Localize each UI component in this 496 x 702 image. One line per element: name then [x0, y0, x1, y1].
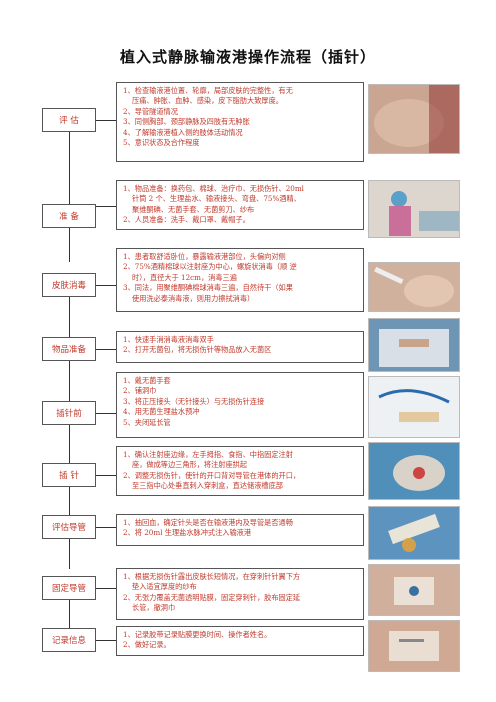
step-line: 针筒 2 个、生理盐水、输液接头、弯盘、75%酒精、 — [132, 194, 301, 204]
photo-pre-insert — [368, 376, 460, 438]
step-line: 长管，撤洞巾 — [132, 603, 176, 613]
photo-check-catheter — [368, 506, 460, 560]
connector-line — [69, 361, 70, 401]
connector-line — [96, 640, 116, 641]
step-line: 3、同侧胸部、颈部静脉及四肢有无肿胀 — [123, 117, 250, 127]
photo-disinfect — [368, 262, 460, 312]
step-label-insert: 插 针 — [42, 463, 96, 487]
step-line: 1、物品准备：换药包、棉球、治疗巾、无损伤针、20ml — [123, 184, 304, 193]
step-line: 2、调整无损伤针，使针的开口背对导管在港体的开口， — [123, 470, 301, 480]
step-line: 压痛、肿胀、血肿、感染，皮下脂肪大致厚度。 — [132, 96, 283, 106]
step-line: 时），直径大于 12cm，消毒三遍 — [132, 272, 237, 282]
step-box-record: 1、记录胶带记录贴膜更换时间、操作者姓名。 2、做好记录。 — [116, 626, 364, 656]
page-title: 植入式静脉输液港操作流程（插针） — [119, 48, 376, 66]
connector-line — [96, 349, 116, 350]
step-line: 4、用无菌生理盐水预冲 — [123, 407, 200, 417]
photo-prepare — [368, 180, 460, 238]
step-label-record: 记录信息 — [42, 628, 96, 652]
step-line: 聚维酮碘、无菌手套、无菌剪刀、纱布 — [132, 204, 255, 214]
step-box-assess: 1、检查输液港位置、轮廓，局部皮肤的完整性，有无 压痛、肿胀、血肿、感染，皮下脂… — [116, 82, 364, 162]
step-line: 使用洗必泰消毒液，则用力擦拭消毒） — [132, 293, 255, 303]
connector-line — [69, 600, 70, 628]
step-line: 2、导管隧道情况 — [123, 106, 178, 116]
step-line: 座，做成等边三角形，将注射座拱起 — [132, 460, 248, 470]
connector-line — [69, 228, 70, 262]
step-line: 1、戴无菌手套 — [123, 376, 171, 385]
step-line: 2、75%酒精棉球以注射座为中心，螺旋状消毒（顺 逆 — [123, 262, 297, 272]
step-line: 1、记录胶带记录贴膜更换时间、操作者姓名。 — [123, 630, 272, 639]
step-line: 1、快速手消消毒液消毒双手 — [123, 335, 214, 344]
step-line: 1、抽回血，确定针头是否在输液港内及导管是否通畅 — [123, 518, 293, 527]
connector-line — [96, 475, 116, 476]
connector-line — [96, 588, 116, 589]
step-line: 2、无张力覆盖无菌透明贴膜，固定穿刺针，胶布固定延 — [123, 592, 301, 602]
step-box-disinfect: 1、患者取舒适卧位，暴露输液港部位，头偏向对侧 2、75%酒精棉球以注射座为中心… — [116, 248, 364, 312]
photo-items — [368, 318, 460, 372]
step-box-items: 1、快速手消消毒液消毒双手 2、打开无菌包，将无损伤针等物品放入无菌区 — [116, 331, 364, 363]
step-label-pre-insert: 插针前 — [42, 401, 96, 425]
photo-record — [368, 620, 460, 672]
connector-line — [69, 539, 70, 569]
step-box-check-catheter: 1、抽回血，确定针头是否在输液港内及导管是否通畅 2、将 20ml 生理盐水脉冲… — [116, 514, 364, 546]
step-line: 3、将正压接头（无针接头）与无损伤针连接 — [123, 396, 265, 406]
step-line: 至三指中心处垂直刺入穿刺盒，直达储液槽底部 — [132, 481, 283, 491]
connector-line — [69, 487, 70, 515]
step-line: 1、根据无损伤针露出皮肤长短情况，在穿刺针针翼下方 — [123, 572, 301, 581]
step-line: 垫入适宜厚度的纱布 — [132, 582, 197, 592]
connector-line — [69, 297, 70, 341]
step-box-fix-catheter: 1、根据无损伤针露出皮肤长短情况，在穿刺针针翼下方 垫入适宜厚度的纱布 2、无张… — [116, 568, 364, 620]
step-line: 1、检查输液港位置、轮廓，局部皮肤的完整性，有无 — [123, 86, 293, 95]
step-label-prepare: 准 备 — [42, 204, 96, 228]
step-box-insert: 1、确认注射座边缘，左手拇指、食指、中指固定注射 座，做成等边三角形，将注射座拱… — [116, 446, 364, 496]
step-box-pre-insert: 1、戴无菌手套 2、铺洞巾 3、将正压接头（无针接头）与无损伤针连接 4、用无菌… — [116, 372, 364, 438]
step-line: 4、了解输液港植入侧的肢体活动情况 — [123, 127, 243, 137]
step-label-assess: 评 估 — [42, 108, 96, 132]
step-label-items: 物品准备 — [42, 337, 96, 361]
connector-line — [96, 120, 116, 121]
step-line: 2、做好记录。 — [123, 640, 171, 650]
photo-assess — [368, 84, 460, 154]
step-line: 1、患者取舒适卧位，暴露输液港部位，头偏向对侧 — [123, 252, 286, 261]
connector-line — [69, 132, 70, 204]
connector-line — [96, 413, 116, 414]
step-line: 2、铺洞巾 — [123, 386, 157, 396]
connector-line — [96, 527, 116, 528]
step-line: 3、同法，用聚维酮碘棉球消毒三遍，自然待干（如果 — [123, 283, 293, 293]
step-line: 2、人员准备：洗手、戴口罩、戴帽子。 — [123, 215, 250, 225]
photo-insert — [368, 442, 460, 500]
step-line: 2、将 20ml 生理盐水脉冲式注入输液港 — [123, 528, 252, 538]
connector-line — [96, 285, 116, 286]
step-line: 1、确认注射座边缘，左手拇指、食指、中指固定注射 — [123, 450, 293, 459]
step-line: 5、意识状态及合作程度 — [123, 138, 200, 148]
step-label-disinfect: 皮肤消毒 — [42, 273, 96, 297]
step-label-check-catheter: 评估导管 — [42, 515, 96, 539]
connector-line — [96, 206, 116, 207]
step-label-fix-catheter: 固定导管 — [42, 576, 96, 600]
connector-line — [69, 425, 70, 463]
step-line: 2、打开无菌包，将无损伤针等物品放入无菌区 — [123, 345, 272, 355]
photo-fix-catheter — [368, 564, 460, 616]
step-box-prepare: 1、物品准备：换药包、棉球、治疗巾、无损伤针、20ml 针筒 2 个、生理盐水、… — [116, 180, 364, 230]
step-line: 5、夹闭延长管 — [123, 417, 171, 427]
